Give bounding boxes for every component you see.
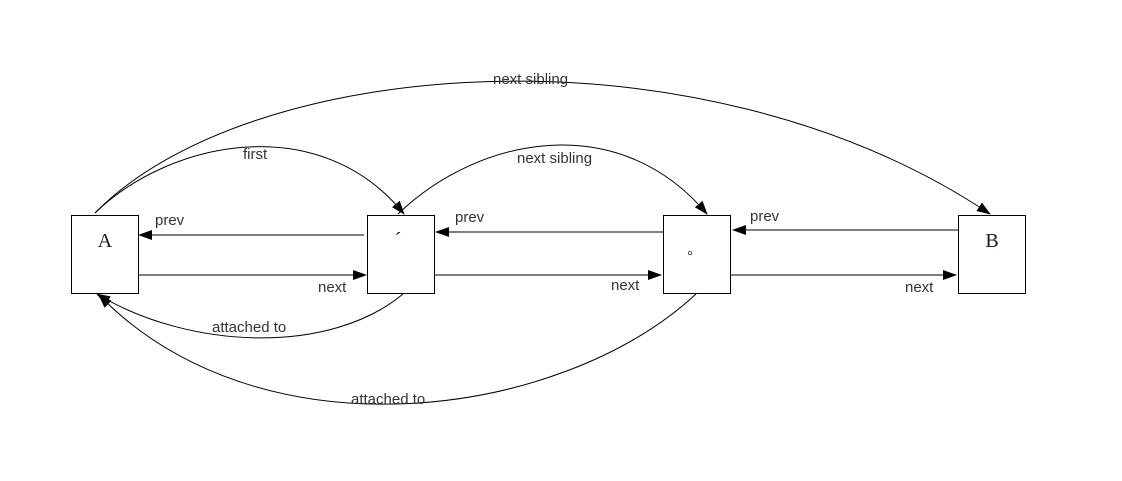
label-next-n1-n2: next	[611, 277, 640, 294]
edge-attached-n2-a	[98, 293, 697, 405]
node-b[interactable]: B	[958, 215, 1026, 294]
node-2-box[interactable]	[663, 215, 731, 294]
edge-next-sibling-n1-n2	[397, 144, 708, 215]
node-1-box[interactable]	[367, 215, 435, 294]
edges	[94, 80, 991, 405]
node-a-label: A	[98, 230, 113, 252]
node-1[interactable]: ´	[367, 215, 435, 294]
label-next-a-n1: next	[318, 279, 347, 296]
label-next-sibling-n1-n2: next sibling	[517, 150, 592, 167]
node-b-label: B	[985, 230, 998, 252]
edge-attached-n1-a	[96, 293, 404, 339]
label-first: first	[243, 146, 268, 163]
edge-next-sibling-a-b	[94, 80, 991, 215]
node-2-label: °	[687, 249, 693, 264]
node-2[interactable]: °	[663, 215, 731, 294]
label-prev-b-n2: prev	[750, 208, 780, 225]
label-attached-n1-a: attached to	[212, 319, 286, 336]
label-next-n2-b: next	[905, 279, 934, 296]
label-attached-n2-a: attached to	[351, 391, 425, 408]
edge-first-a-n1	[94, 146, 405, 215]
node-b-box[interactable]	[958, 215, 1026, 294]
node-a[interactable]: A	[71, 215, 139, 294]
label-next-sibling-a-b: next sibling	[493, 71, 568, 88]
edge-labels: prev next prev next prev next first next…	[155, 71, 934, 408]
node-1-label: ´	[395, 229, 402, 251]
label-prev-n2-n1: prev	[455, 209, 485, 226]
node-a-box[interactable]	[71, 215, 139, 294]
label-prev-n1-a: prev	[155, 212, 185, 229]
